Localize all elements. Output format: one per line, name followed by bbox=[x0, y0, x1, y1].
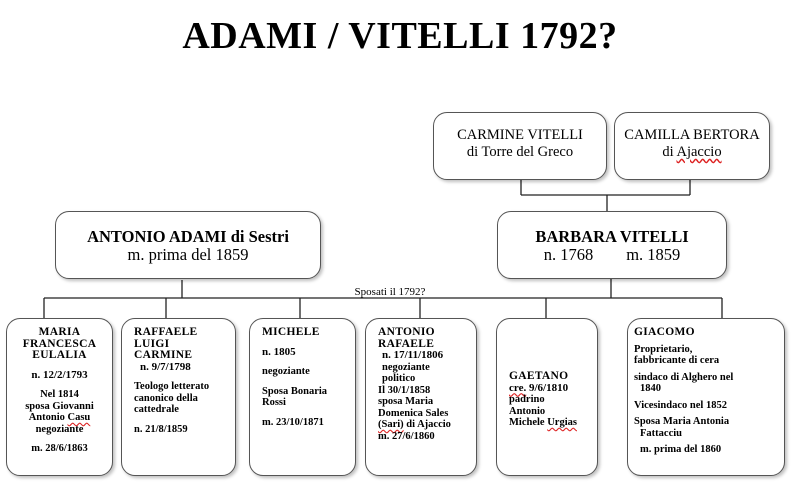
person-card-barbara-vitelli: BARBARA VITELLI n. 1768 m. 1859 bbox=[497, 211, 727, 279]
child-card-antonio-rafaele: ANTONIO RAFAELE n. 17/11/1806 negoziante… bbox=[365, 318, 477, 476]
child-job: negoziante bbox=[382, 361, 430, 373]
child-card-michele: MICHELE n. 1805 negoziante Sposa Bonaria… bbox=[249, 318, 356, 476]
child-died: m. 27/6/1860 bbox=[378, 430, 435, 442]
child-died: m. 23/10/1871 bbox=[262, 416, 324, 428]
marriage-label: Sposati il 1792? bbox=[354, 286, 426, 298]
child-note: padrino bbox=[509, 394, 545, 405]
child-born: cre. 9/6/1810 bbox=[509, 381, 569, 394]
child-died: n. 21/8/1859 bbox=[134, 423, 188, 435]
child-card-raffaele: RAFFAELE LUIGI CARMINE n. 9/7/1798 Teolo… bbox=[121, 318, 236, 476]
person-origin: di Ajaccio bbox=[662, 144, 722, 160]
child-job: negoziante bbox=[262, 366, 310, 377]
child-born: n. 1805 bbox=[262, 345, 296, 358]
child-born: n. 9/7/1798 bbox=[140, 360, 191, 373]
page-title: ADAMI / VITELLI 1792? bbox=[182, 15, 618, 57]
child-name: RAFFAELE bbox=[134, 326, 198, 338]
child-card-maria: MARIA FRANCESCA EULALIA n. 12/2/1793 Nel… bbox=[6, 318, 113, 476]
person-dates: m. prima del 1859 bbox=[127, 245, 249, 264]
child-note: Teologo letterato bbox=[134, 381, 210, 392]
person-dates: n. 1768 m. 1859 bbox=[543, 245, 681, 264]
child-note: Il 30/1/1858 bbox=[378, 384, 431, 396]
child-died: m. 28/6/1863 bbox=[31, 443, 88, 454]
person-name: CAMILLA BERTORA bbox=[624, 127, 760, 143]
person-card-carmine-vitelli: CARMINE VITELLI di Torre del Greco bbox=[433, 112, 607, 180]
child-card-giacomo: GIACOMO Proprietario, fabbricante di cer… bbox=[627, 318, 785, 476]
child-note: Nel 1814 bbox=[40, 389, 79, 400]
person-name: BARBARA VITELLI bbox=[535, 227, 689, 246]
child-note: Sposa Bonaria bbox=[262, 385, 328, 397]
child-note: sindaco di Alghero nel bbox=[634, 371, 734, 383]
child-born: n. 12/2/1793 bbox=[31, 368, 88, 381]
child-name: MARIA bbox=[38, 326, 81, 338]
person-card-antonio-adami: ANTONIO ADAMI di Sestri m. prima del 185… bbox=[55, 211, 321, 279]
child-name: GIACOMO bbox=[634, 326, 695, 338]
person-origin: di Torre del Greco bbox=[466, 144, 574, 160]
person-name: ANTONIO ADAMI di Sestri bbox=[87, 227, 289, 246]
child-card-gaetano: GAETANO cre. 9/6/1810 padrino Antonio Mi… bbox=[496, 318, 598, 476]
person-card-camilla-bertora: CAMILLA BERTORA di Ajaccio bbox=[614, 112, 770, 180]
child-name: ANTONIO bbox=[378, 326, 435, 338]
person-name: CARMINE VITELLI bbox=[457, 127, 583, 143]
child-name: MICHELE bbox=[262, 326, 320, 338]
child-name: GAETANO bbox=[509, 370, 569, 382]
child-born: n. 17/11/1806 bbox=[382, 349, 444, 361]
child-job: Proprietario, bbox=[634, 343, 693, 355]
child-died: m. prima del 1860 bbox=[640, 444, 722, 455]
